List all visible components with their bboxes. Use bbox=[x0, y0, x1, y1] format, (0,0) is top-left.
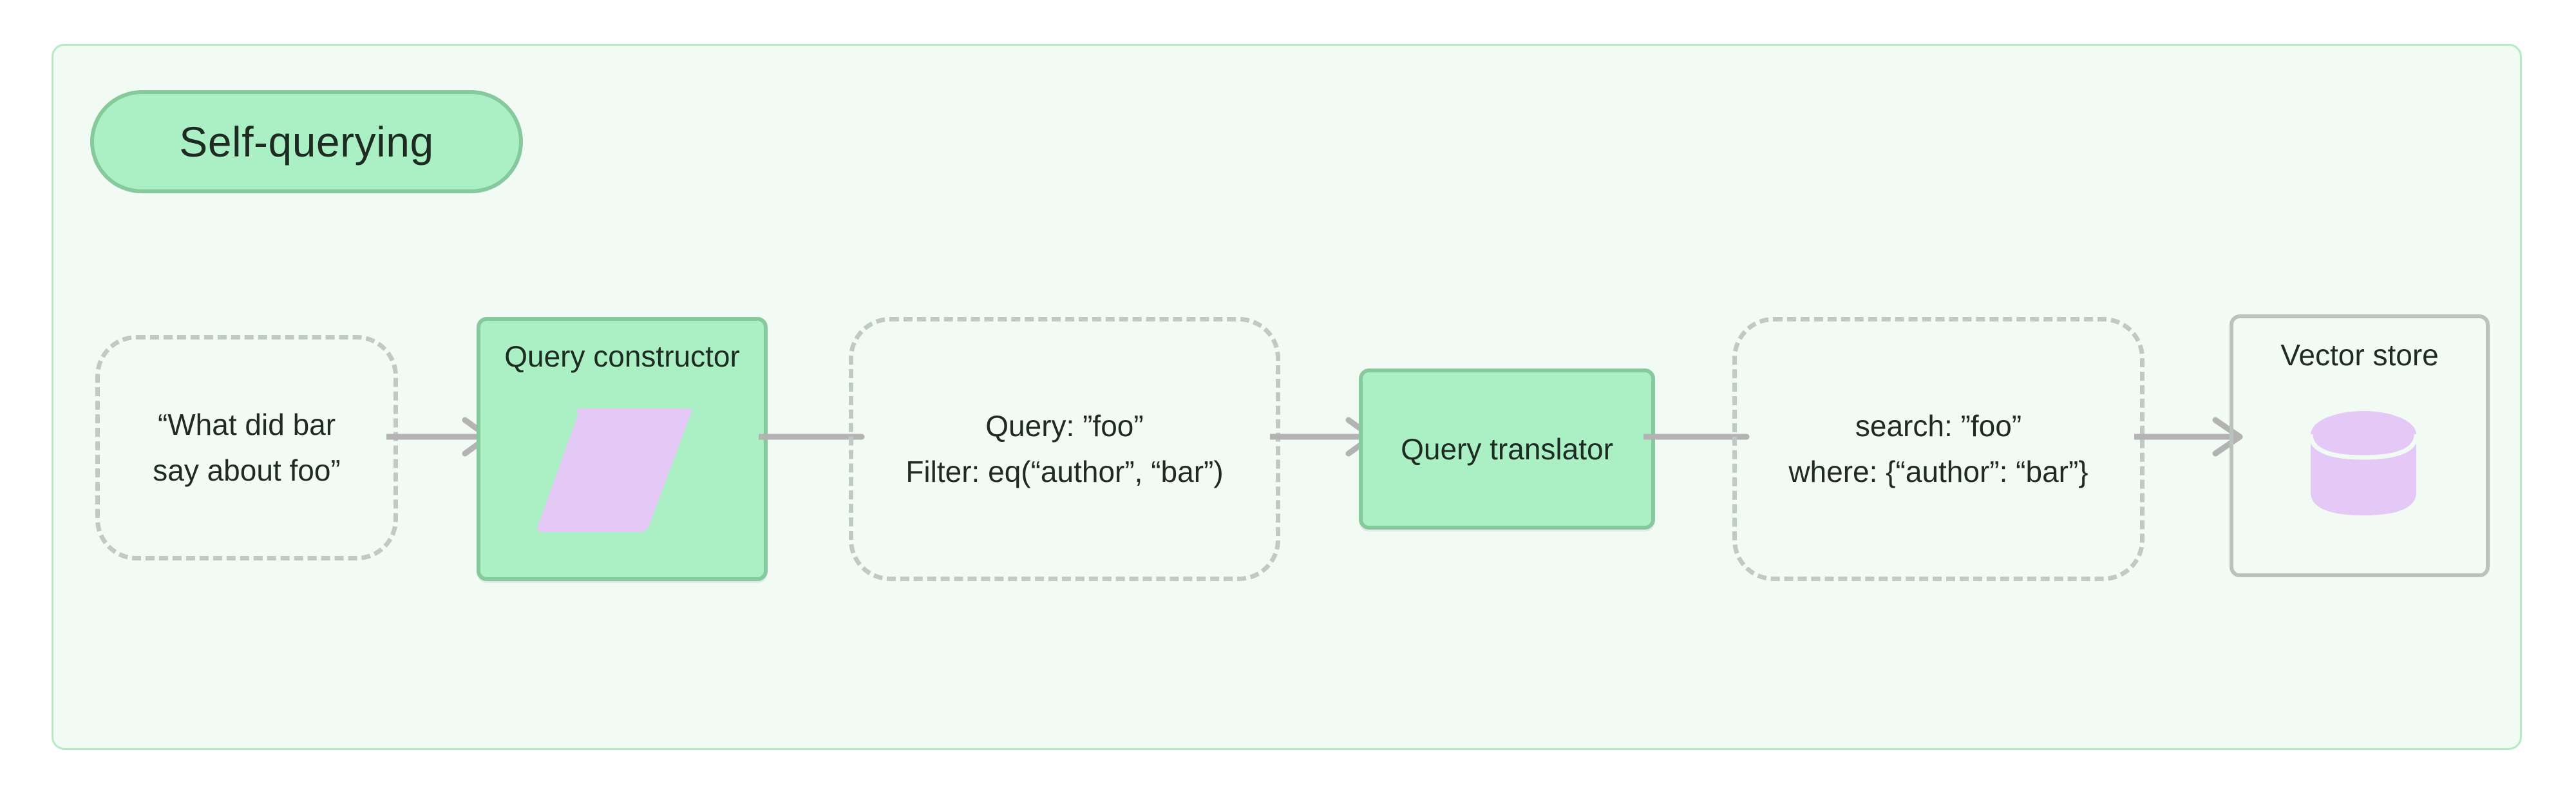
subgraph-title-label: Self-querying bbox=[179, 118, 434, 166]
node-native-query-line-2: where: {“author”: “bar”} bbox=[1788, 455, 2088, 488]
node-vector-store[interactable]: Vector store bbox=[2230, 314, 2490, 577]
node-structured-query-line-1: Query: ”foo” bbox=[985, 408, 1144, 443]
node-user-question-line-1: “What did bar bbox=[157, 407, 336, 441]
database-cylinder-icon bbox=[2306, 406, 2421, 521]
node-native-query[interactable]: search: ”foo” where: {“author”: “bar”} bbox=[1732, 317, 2145, 581]
node-structured-query[interactable]: Query: ”foo” Filter: eq(“author”, “bar”) bbox=[849, 317, 1280, 581]
subgraph-title-pill: Self-querying bbox=[90, 90, 523, 193]
node-query-constructor[interactable]: Query constructor bbox=[477, 317, 768, 581]
edge-native-query-to-vector-store bbox=[2134, 408, 2245, 466]
node-vector-store-label: Vector store bbox=[2280, 338, 2439, 372]
node-query-translator-label: Query translator bbox=[1401, 432, 1613, 466]
node-user-question[interactable]: “What did bar say about foo” bbox=[95, 335, 398, 560]
node-user-question-line-2: say about foo” bbox=[153, 454, 341, 487]
node-native-query-line-1: search: ”foo” bbox=[1855, 408, 2022, 443]
node-query-constructor-label: Query constructor bbox=[504, 340, 740, 373]
parallelogram-icon bbox=[533, 406, 694, 535]
edge-query-constructor-to-structured-query bbox=[759, 408, 866, 466]
node-query-translator[interactable]: Query translator bbox=[1359, 368, 1655, 530]
edge-query-translator-to-native-query bbox=[1643, 408, 1750, 466]
node-structured-query-line-2: Filter: eq(“author”, “bar”) bbox=[905, 455, 1224, 488]
